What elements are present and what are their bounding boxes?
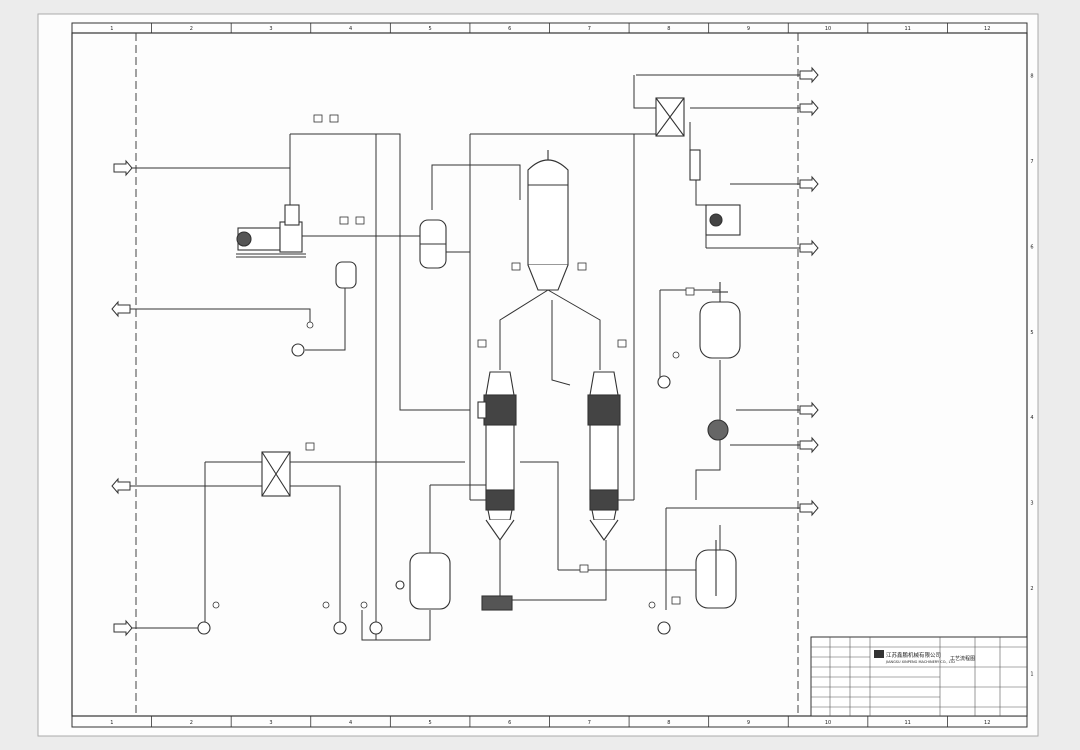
grid-column-label: 1 xyxy=(110,26,113,32)
pump-6 xyxy=(657,621,671,635)
small-separator xyxy=(335,261,357,289)
vacuum-pump xyxy=(705,204,741,236)
grid-column-label: 9 xyxy=(747,26,750,32)
condensate-tank xyxy=(395,552,451,610)
grid-column-label: 11 xyxy=(904,26,910,32)
mother-liquor-tank xyxy=(695,540,737,609)
process-lines xyxy=(116,74,800,641)
company-name: 江苏鑫鹏机械有限公司 xyxy=(886,651,941,659)
plate-exchanger-top xyxy=(655,97,701,181)
compressor-unit xyxy=(236,204,306,258)
evaporator-left xyxy=(477,371,517,541)
grid-row-label: 4 xyxy=(1030,415,1033,421)
grid-column-label: 10 xyxy=(825,720,831,726)
evaporator-right xyxy=(587,371,621,541)
grid-column-label: 4 xyxy=(349,720,352,726)
instruments xyxy=(212,114,695,609)
drawing-name: 工艺流程图 xyxy=(950,655,975,662)
grid-column-label: 11 xyxy=(904,720,910,726)
circulation-pump xyxy=(481,595,513,611)
grid-column-label: 9 xyxy=(747,720,750,726)
grid-column-label: 6 xyxy=(508,720,511,726)
grid-row-label: 1 xyxy=(1030,671,1033,677)
stream-arrows xyxy=(111,66,819,637)
title-block: 江苏鑫鹏机械有限公司 JIANGSU XINPENG MACHINERY CO.… xyxy=(810,636,1028,717)
plate-exchanger-left xyxy=(261,451,291,497)
grid-column-label: 6 xyxy=(508,26,511,32)
main-separator-column xyxy=(527,150,569,291)
grid-column-label: 3 xyxy=(269,720,272,726)
pump-2 xyxy=(197,621,211,635)
grid-row-label: 6 xyxy=(1030,244,1033,250)
grid-column-label: 12 xyxy=(984,720,990,726)
grid-column-label: 8 xyxy=(667,26,670,32)
grid-column-label: 8 xyxy=(667,720,670,726)
grid-column-label: 10 xyxy=(825,26,831,32)
crystallizer-tank xyxy=(699,282,741,359)
grid-column-label: 2 xyxy=(190,26,193,32)
equipment xyxy=(197,97,741,635)
grid-column-label: 3 xyxy=(269,26,272,32)
grid-right-labels: 8 7 6 5 4 3 2 1 xyxy=(1030,74,1033,678)
grid-column-label: 7 xyxy=(588,720,591,726)
grid-column-label: 2 xyxy=(190,720,193,726)
company-name-en: JIANGSU XINPENG MACHINERY CO., LTD xyxy=(885,660,955,664)
pump-5 xyxy=(657,375,671,389)
centrifuge xyxy=(707,419,729,441)
grid-row-label: 3 xyxy=(1030,501,1033,507)
grid-row-label: 2 xyxy=(1030,586,1033,592)
grid-column-label: 4 xyxy=(349,26,352,32)
pump-3 xyxy=(333,621,347,635)
grid-column-label: 5 xyxy=(429,720,432,726)
pump-4 xyxy=(369,621,383,635)
pump-1 xyxy=(291,343,305,357)
separator-tank xyxy=(419,219,447,269)
grid-row-label: 7 xyxy=(1030,159,1033,165)
grid-column-label: 12 xyxy=(984,26,990,32)
grid-column-label: 5 xyxy=(429,26,432,32)
grid-column-label: 7 xyxy=(588,26,591,32)
grid-column-label: 1 xyxy=(110,720,113,726)
grid-row-label: 5 xyxy=(1030,330,1033,336)
grid-row-label: 8 xyxy=(1030,74,1033,80)
